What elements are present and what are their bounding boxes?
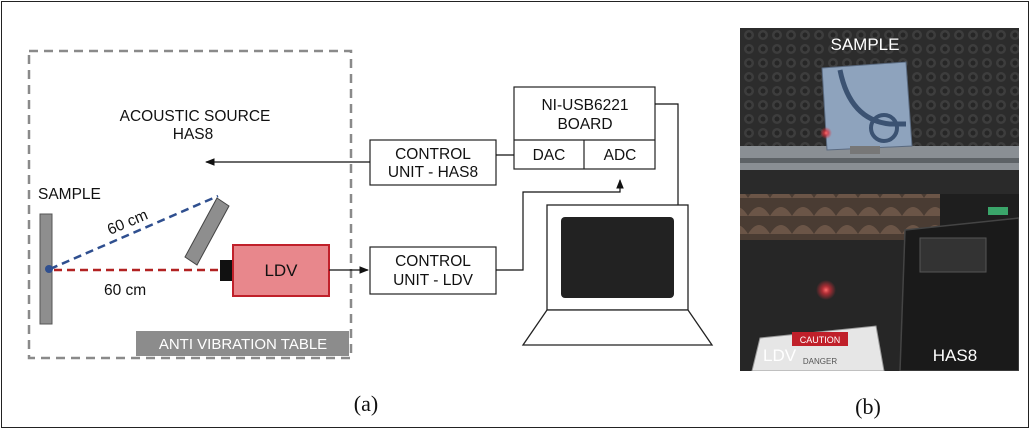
control-unit-has8 (369, 139, 497, 186)
sample-label: SAMPLE (38, 186, 101, 203)
laptop-screen (561, 217, 674, 298)
sample-block (821, 61, 913, 151)
distance-source: 60 cm (105, 207, 151, 239)
rail-groove (740, 158, 1019, 163)
anti-vibration-table (27, 49, 353, 360)
ldv-sticker-text: CAUTION (800, 335, 841, 345)
laser-spot-floor (816, 280, 836, 300)
beam-source (49, 194, 219, 271)
level-tool (988, 207, 1008, 215)
sample-holder (850, 146, 880, 154)
photo-sample-label: SAMPLE (831, 35, 900, 54)
adc-label: ADC (604, 147, 637, 164)
diagram-a: ANTI VIBRATION TABLE SAMPLE ACOUSTIC SOU… (27, 49, 714, 416)
photo-ldv-label: LDV (763, 346, 797, 365)
ldv-lens (220, 260, 233, 281)
source-label-2: HAS8 (173, 126, 214, 143)
line-board-to-laptop (655, 103, 679, 205)
ldv-device (751, 325, 885, 371)
ldv-label: LDV (264, 261, 298, 280)
control-unit-ldv-line1: CONTROL (395, 253, 471, 270)
caption-a: (a) (354, 391, 378, 416)
distance-ldv: 60 cm (104, 282, 146, 299)
photo-b: CAUTION DANGER SAMPLE LDV HAS8 (b) (740, 28, 1019, 419)
sample-pattern (837, 69, 906, 127)
line-ctrl-to-adc (496, 179, 624, 271)
laser-spot-sample (820, 127, 832, 139)
table-label-bg (136, 331, 349, 356)
photo-has8-label: HAS8 (933, 346, 977, 365)
ldv-sticker-text2: DANGER (803, 357, 837, 366)
source-label-1: ACOUSTIC SOURCE (120, 108, 271, 125)
ldv-sticker (792, 332, 848, 346)
control-unit-ldv (369, 246, 497, 295)
has8-panel (919, 237, 987, 273)
sample-point (45, 265, 53, 273)
control-unit-ldv-line2: UNIT - LDV (393, 272, 473, 289)
control-unit-has8-line1: CONTROL (395, 146, 471, 163)
laptop-base (521, 309, 714, 346)
table-label: ANTI VIBRATION TABLE (159, 336, 327, 353)
caption-b: (b) (855, 394, 881, 419)
dac-label: DAC (533, 147, 566, 164)
acoustic-source-has8 (184, 197, 230, 266)
control-unit-has8-line2: UNIT - HAS8 (388, 164, 478, 181)
sample-circle (869, 113, 899, 143)
shadow-band (740, 170, 1019, 194)
board-label-1: NI-USB6221 (541, 97, 628, 114)
board-label-2: BOARD (557, 116, 612, 133)
